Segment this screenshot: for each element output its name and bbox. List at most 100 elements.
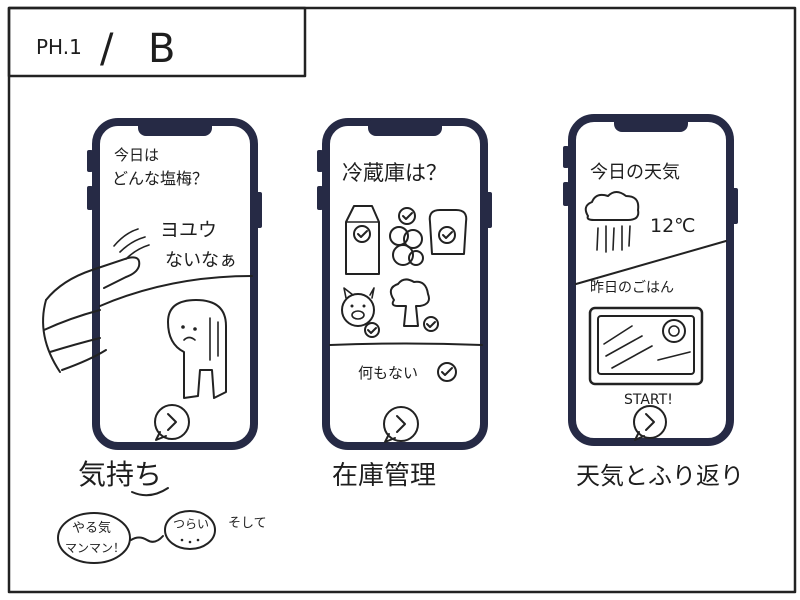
check-icon[interactable]	[353, 225, 371, 243]
mood-reply-line-1: ヨユウ	[160, 219, 217, 241]
weather-divider	[575, 240, 727, 285]
fridge-item-broccoli[interactable]	[389, 278, 439, 332]
broccoli-icon	[389, 278, 430, 327]
next-button-circle[interactable]	[383, 406, 419, 442]
pig-snout	[351, 310, 365, 320]
tray-bowl-inner	[668, 325, 680, 337]
pig-eye	[362, 304, 366, 308]
mood-scale-note: そして	[228, 516, 267, 531]
mood-low-dot	[180, 538, 184, 542]
title-box-border	[7, 6, 307, 78]
fridge-item-bread[interactable]	[428, 209, 468, 255]
rain-lines	[596, 225, 631, 253]
caption-fridge: 在庫管理	[332, 461, 436, 491]
phone-side-button	[256, 192, 262, 228]
check-mark	[357, 230, 368, 238]
hand-finger	[61, 349, 107, 371]
swipe-mark	[125, 244, 150, 260]
mood-prompt-line-1: 今日は	[114, 146, 159, 164]
phone-side-button	[563, 182, 569, 206]
caption-mood: 気持ち	[78, 458, 162, 491]
mood-scale-doodle: やる気 マンマン！ つらい そして	[57, 510, 267, 564]
hand-index-finger	[45, 256, 141, 301]
next-button-tail	[384, 433, 396, 443]
fridge-item-grapes[interactable]	[389, 207, 424, 266]
check-icon[interactable]	[364, 322, 380, 338]
grape	[408, 250, 424, 266]
tray-inner	[597, 315, 695, 375]
mood-low-dot	[188, 540, 192, 544]
phone-mood: 今日は どんな塩梅？ ヨユウ ないなぁ	[87, 118, 262, 450]
check-icon[interactable]	[398, 207, 416, 225]
phone-fridge: 冷蔵庫は？	[317, 118, 492, 450]
character-body	[167, 299, 227, 399]
tray-bowl	[662, 319, 686, 343]
hand-palm	[42, 299, 61, 373]
bread-icon	[428, 209, 468, 255]
check-icon[interactable]	[423, 316, 439, 332]
next-button[interactable]	[383, 406, 419, 443]
weather-heading: 今日の天気	[590, 162, 680, 183]
mood-low-dot	[196, 538, 200, 542]
check-mark	[426, 321, 436, 328]
check-mark	[441, 367, 453, 376]
caption-underline	[131, 487, 169, 497]
check-icon[interactable]	[437, 362, 457, 382]
check-icon[interactable]	[438, 226, 456, 244]
fridge-item-pig[interactable]	[341, 287, 380, 338]
hand-finger	[43, 309, 101, 331]
mood-reply-line-2: ないなぁ	[165, 250, 237, 271]
pig-icon	[341, 293, 375, 327]
next-button[interactable]	[154, 404, 190, 441]
swipe-mark	[119, 236, 146, 253]
fridge-divider	[329, 342, 483, 346]
rain-cloud-icon	[584, 191, 640, 253]
character-mouth	[183, 336, 196, 341]
pig-eye	[350, 304, 354, 308]
meal-tray-icon	[588, 306, 704, 386]
hand-finger	[49, 337, 101, 353]
phone-notch	[368, 118, 442, 136]
check-mark	[442, 231, 453, 239]
phone-side-button	[486, 192, 492, 228]
title-slash: /	[100, 26, 114, 72]
phone-weather: 今日の天気 12℃ 昨日のごはん START!	[563, 114, 738, 446]
none-option[interactable]: 何もない	[358, 362, 457, 382]
phase-label: PH.1	[36, 35, 82, 59]
variant-label: B	[148, 26, 175, 72]
swipe-hand-icon	[42, 228, 150, 373]
tray-food-lines	[603, 325, 691, 369]
mood-low-label: つらい	[173, 517, 209, 531]
next-button-tail	[634, 431, 645, 441]
mood-high-bubble	[57, 512, 131, 564]
grape	[392, 244, 414, 266]
caption-weather: 天気とふり返り	[576, 462, 744, 490]
chevron-right-icon	[167, 413, 177, 431]
none-option-label[interactable]: 何もない	[358, 364, 418, 382]
phone-notch	[614, 114, 688, 132]
gloomy-character-icon	[167, 299, 227, 399]
fridge-item-milk[interactable]	[345, 205, 380, 275]
phone-side-button	[317, 150, 323, 172]
mood-low-bubble	[164, 510, 216, 550]
phone-side-button	[732, 188, 738, 224]
phone-side-button	[87, 186, 93, 210]
next-button-circle[interactable]	[633, 405, 667, 439]
character-arm-lines	[209, 317, 219, 361]
title-box: PH.1 / B	[7, 6, 307, 78]
mood-high-line-2: マンマン！	[65, 541, 125, 555]
swipe-mark	[113, 228, 139, 247]
pig-ears	[343, 287, 375, 299]
phone-notch	[138, 118, 212, 136]
chevron-right-icon	[396, 415, 406, 433]
phone-side-button	[563, 146, 569, 168]
check-mark	[367, 327, 377, 334]
next-button[interactable]	[633, 405, 667, 441]
temperature-label: 12℃	[650, 215, 696, 237]
tray-outer	[588, 306, 704, 386]
page-frame	[7, 6, 797, 594]
next-button-circle[interactable]	[154, 404, 190, 440]
phone-side-button	[87, 150, 93, 172]
start-label: START!	[624, 392, 673, 408]
fridge-prompt: 冷蔵庫は？	[342, 161, 447, 185]
